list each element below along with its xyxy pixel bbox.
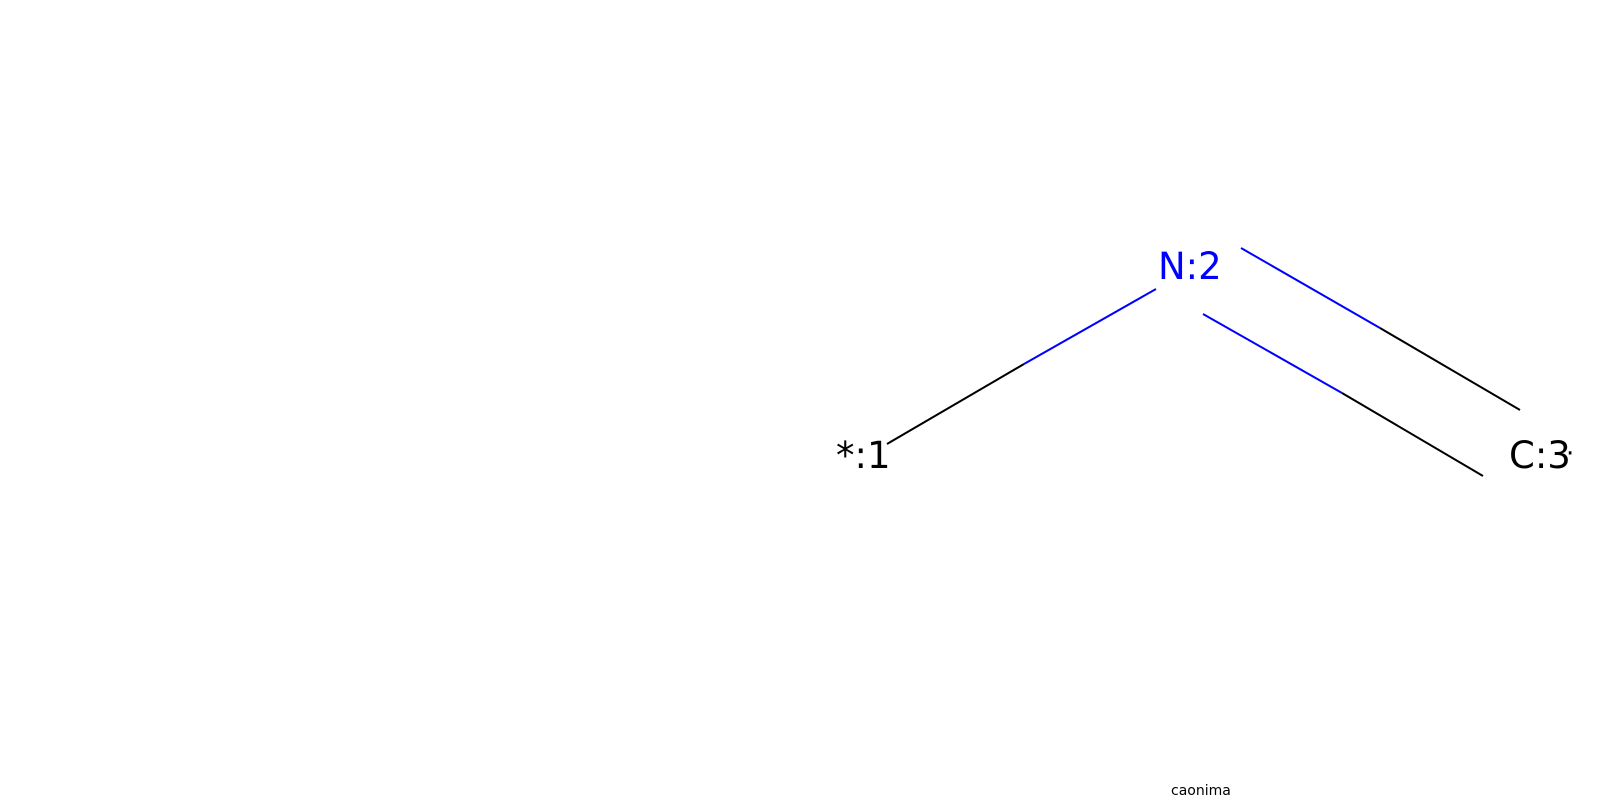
bond-2-3-inner-b [1341, 392, 1484, 477]
bond-1-2-segment-b [1023, 288, 1157, 365]
bond-2-3-outer-b [1379, 327, 1521, 411]
bond-2-3 [1202, 247, 1521, 477]
atom-label-1: *:1 [836, 434, 891, 477]
bond-1-2-segment-a [886, 363, 1025, 445]
atom-label-2: N:2 [1158, 245, 1222, 288]
bond-2-3-inner-a [1202, 313, 1343, 394]
bond-2-3-outer-a [1240, 247, 1381, 329]
radical-dot: · [1566, 439, 1574, 469]
atom-label-3: C:3 [1509, 434, 1571, 477]
bond-1-2 [886, 288, 1157, 445]
molecule-caption: caonima [1171, 783, 1231, 799]
